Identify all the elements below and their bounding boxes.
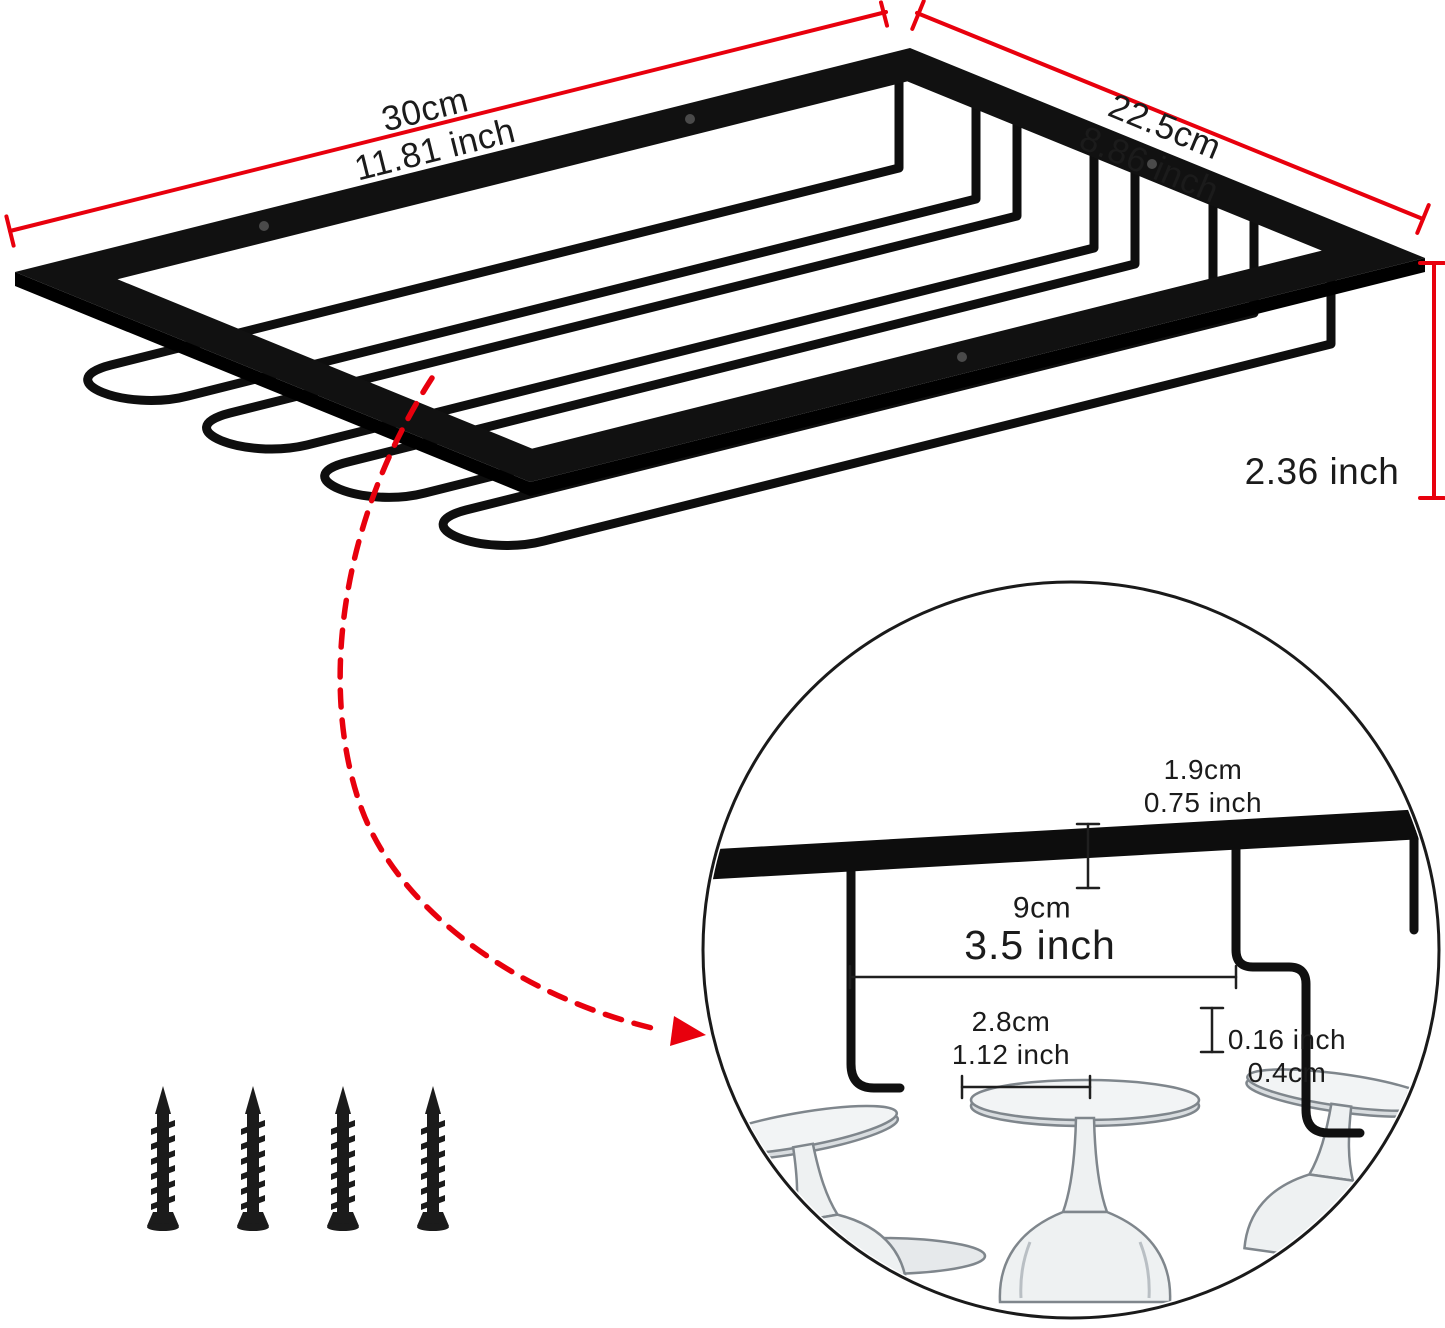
height-imperial-text: 2.36 inch — [1244, 451, 1400, 493]
stem-slot-imperial-text: 1.12 inch — [951, 1039, 1071, 1070]
bar-thickness-imperial-text: 0.75 inch — [1143, 787, 1263, 818]
rail-channel — [320, 152, 1218, 502]
rail-wires — [846, 829, 1419, 1138]
dimension-line-depth — [910, 0, 1431, 235]
rail-wire — [1231, 839, 1365, 1138]
mounting-hole — [685, 114, 695, 124]
rail-channel — [438, 201, 1336, 550]
rack-wireframe — [83, 56, 1336, 550]
slot-width-metric-text: 9cm — [1012, 891, 1072, 925]
dimension-line-height — [1418, 261, 1445, 500]
detail-slot-width-metric-label: 9cm — [1013, 890, 1071, 925]
screws — [147, 1086, 449, 1231]
dimension-lines — [4, 0, 1445, 500]
bar-thickness-metric-text: 1.9cm — [1163, 753, 1243, 785]
zoom-arrow — [337, 375, 706, 1046]
screw-icon — [417, 1086, 449, 1231]
dimension-height-label: 2.36 inch — [1245, 450, 1400, 494]
stem-slot-metric-text: 2.8cm — [971, 1005, 1051, 1037]
mounting-holes — [259, 114, 1157, 362]
frame-side-thickness — [15, 258, 1425, 496]
wire-diameter-metric-text: 0.4cm — [1247, 1057, 1327, 1088]
detail-stem-slot-label: 2.8cm 1.12 inch — [952, 1005, 1070, 1071]
dimension-line-width — [4, 0, 889, 248]
mounting-hole — [259, 221, 269, 231]
screw-icon — [327, 1086, 359, 1231]
screw-icon — [147, 1086, 179, 1231]
detail-bar-thickness-label: 1.9cm 0.75 inch — [1144, 753, 1262, 819]
wine-glass — [969, 1078, 1201, 1304]
detail-slot-width-imperial-label: 3.5 inch — [964, 921, 1116, 969]
rail-channel — [202, 104, 1099, 454]
screw-icon — [237, 1086, 269, 1231]
rail-wire — [846, 859, 905, 1093]
slot-width-imperial-text: 3.5 inch — [964, 921, 1116, 968]
mounting-hole — [1147, 159, 1157, 169]
zoom-arrow-curve — [337, 375, 655, 1031]
mounting-hole — [957, 352, 967, 362]
detail-dimension-marks — [848, 822, 1238, 1100]
arrowhead-icon — [670, 1016, 706, 1046]
wire-diameter-imperial-text: 0.16 inch — [1227, 1023, 1347, 1055]
rail-channel — [83, 56, 981, 405]
rail-bar — [706, 808, 1436, 880]
detail-wire-diameter-label: 0.16 inch 0.4cm — [1228, 1023, 1346, 1089]
